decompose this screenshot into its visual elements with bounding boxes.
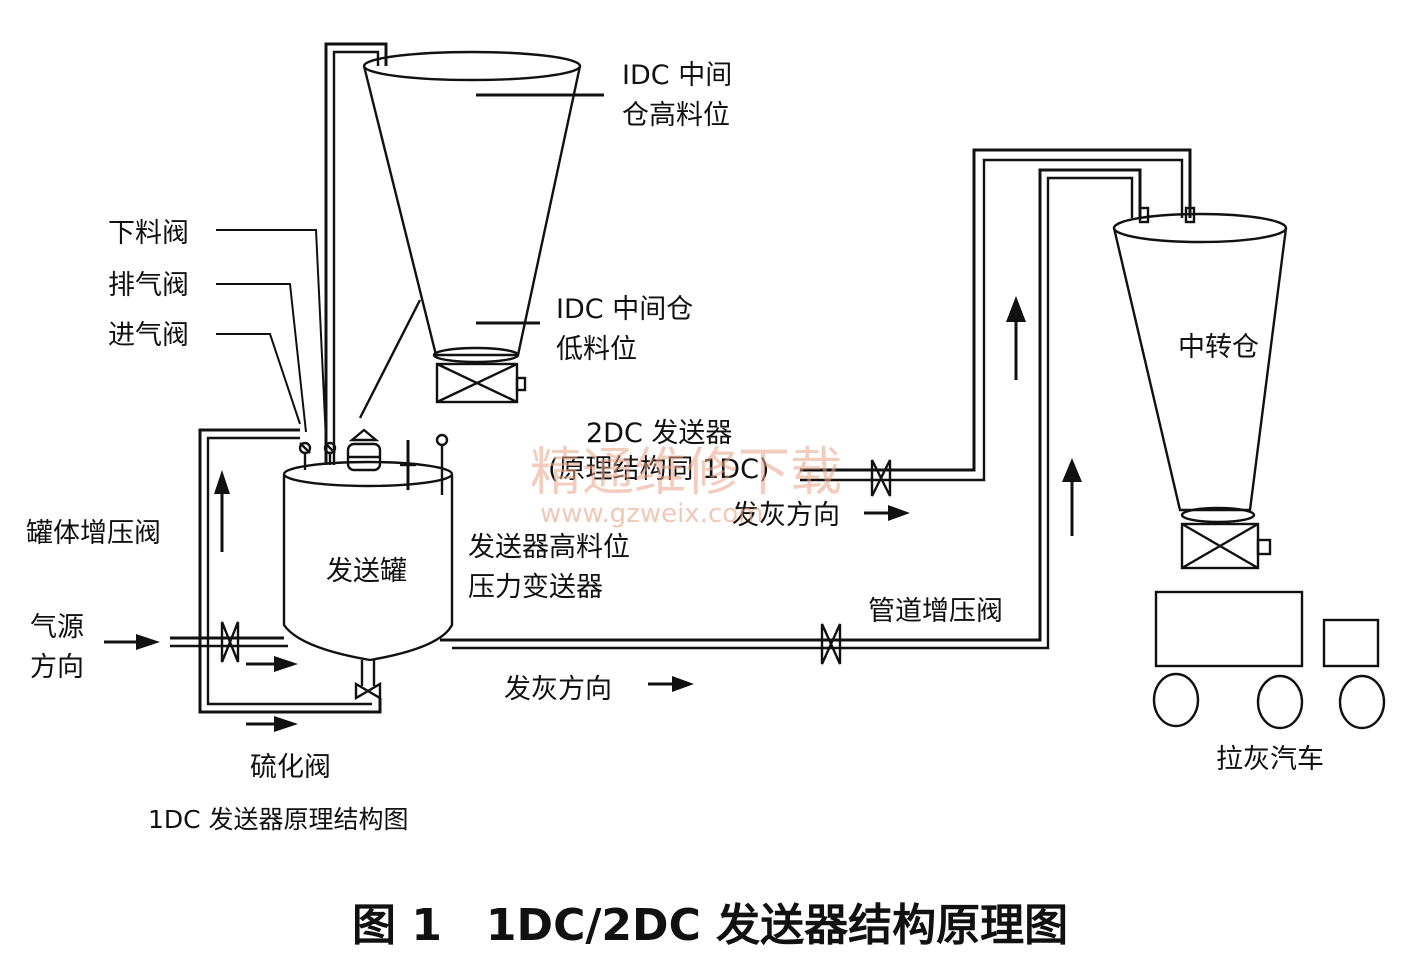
1dc-subtitle: 1DC 发送器原理结构图: [148, 805, 409, 834]
send-tank-label: 发送罐: [326, 556, 407, 587]
pipe-2dc: [648, 148, 1192, 692]
ash-direction-upper-label: 发灰方向: [732, 500, 840, 531]
idc-low-level-label-2: 低料位: [556, 334, 637, 365]
2dc-label-1: 2DC 发送器: [586, 418, 732, 449]
pipe-boost-valve-label: 管道增压阀: [868, 596, 1003, 627]
idc-high-level-label-2: 仓高料位: [622, 100, 730, 131]
main-pipe: [440, 168, 1142, 665]
ash-truck-label: 拉灰汽车: [1216, 744, 1324, 775]
air-source-label-1: 气源: [30, 612, 84, 643]
send-tank: [282, 460, 454, 701]
arrows-left: [104, 470, 298, 732]
exhaust-valve-label: 排气阀: [108, 270, 189, 301]
transfer-bin-label: 中转仓: [1178, 332, 1259, 363]
idc-intermediate-bin: [358, 50, 582, 419]
air-piping-left: [170, 428, 382, 714]
exhaust-pipe: [324, 42, 388, 465]
2dc-label-2: (原理结构同 1DC): [548, 454, 769, 485]
ash-direction-lower-label: 发灰方向: [504, 674, 612, 705]
high-level-label-1: 发送器高料位: [468, 532, 630, 563]
transfer-bin: [1112, 206, 1288, 570]
leader-lines: [216, 229, 327, 441]
fluidizing-valve-label: 硫化阀: [250, 752, 331, 783]
2dc-valve: [870, 459, 892, 497]
air-source-label-2: 方向: [30, 652, 84, 683]
discharge-valve-label: 下料阀: [108, 218, 189, 249]
tank-top-valves: [298, 428, 449, 495]
tank-boost-valve-label: 罐体增压阀: [26, 518, 161, 549]
idc-high-level-label-1: IDC 中间: [622, 60, 732, 91]
air-source-valve: [220, 621, 240, 663]
ash-truck-icon: [1152, 590, 1386, 730]
watermark-url: www.gzweix.com: [540, 499, 764, 529]
idc-low-level-label-1: IDC 中间仓: [556, 294, 693, 325]
inlet-valve-label: 进气阀: [108, 320, 189, 351]
figure-caption: 图 1 1DC/2DC 发送器结构原理图: [352, 900, 1068, 951]
pipe-boost-valve: [820, 623, 842, 665]
watermark-text: 精通维修下载: [530, 443, 842, 503]
high-level-label-2: 压力变送器: [468, 572, 603, 603]
